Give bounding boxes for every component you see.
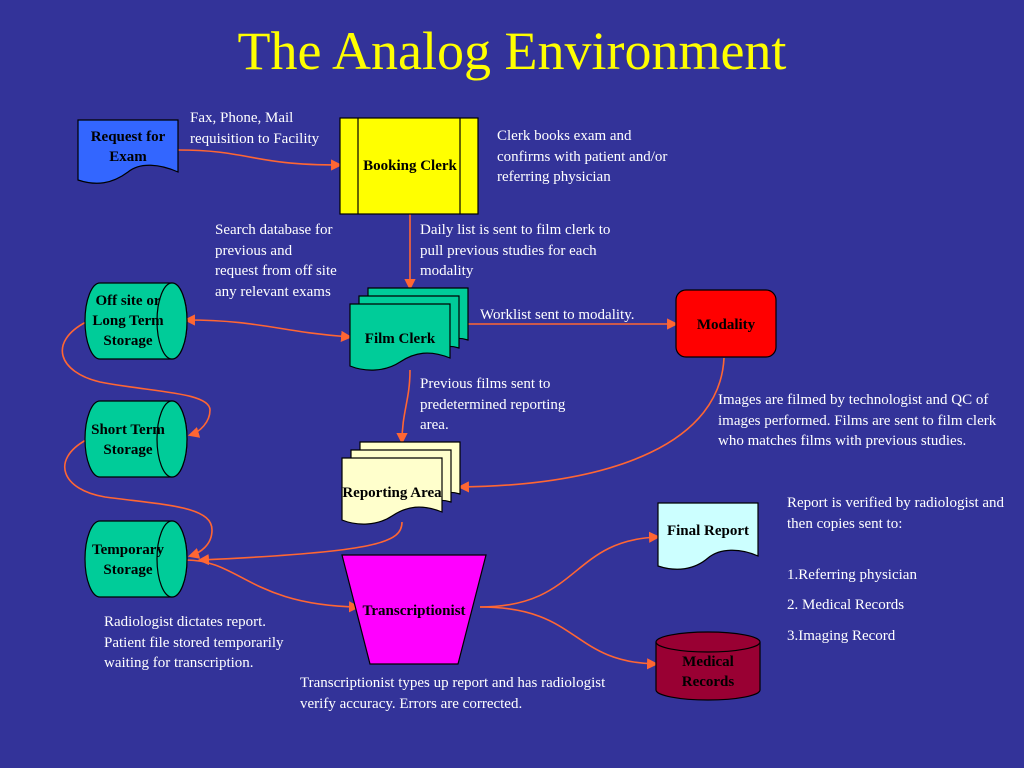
final-report-label: Final Report [666,523,750,539]
temporary-storage-label: Temporary Storage [92,542,164,578]
offsite-storage-label: Off site or Long Term Storage [92,293,164,349]
film-clerk-shape [349,287,469,371]
modality-shape [675,289,777,358]
note-copy-medical-records: 2. Medical Records [787,597,905,613]
note-worklist: Worklist sent to modality. [480,307,635,323]
note-copy-referring-physician: 1.Referring physician [787,567,917,583]
note-radiologist-dictates: Radiologist dictates report. Patient fil… [104,614,284,671]
shortterm-storage-label: Short Term Storage [91,422,165,458]
connector-shortterm-to-temporary [64,439,213,559]
connector-transcriptionist-to-medicalrecords [479,606,659,670]
note-images-filmed: Images are filmed by technologist and QC… [718,392,997,449]
note-report-verified: Report is verified by radiologist and th… [787,495,1005,532]
note-previous-films: Previous films sent to predetermined rep… [420,376,566,433]
transcriptionist-label: Transcriptionist [362,603,466,619]
page-title: The Analog Environment [237,21,787,81]
shortterm-storage-shape [84,400,188,478]
note-daily-list: Daily list is sent to film clerk to pull… [420,222,611,279]
temporary-storage-shape [84,520,188,598]
connector-request-to-booking [177,149,343,171]
note-fax-phone-mail: Fax, Phone, Mail requisition to Facility [190,110,320,147]
reporting-area-label: Reporting Area [342,485,442,501]
connector-temporary-to-transcriptionist [185,559,361,613]
request-for-exam-shape [77,119,179,184]
booking-clerk-shape [339,117,479,215]
connector-filmclerk-to-reporting [396,369,411,445]
note-copy-imaging-record: 3.Imaging Record [787,628,896,644]
final-report-shape [657,502,759,570]
offsite-storage-shape [84,282,188,360]
modality-label: Modality [696,317,756,333]
connector-filmclerk-offsite [183,314,353,342]
medical-records-label: Medical Records [681,654,735,690]
note-clerk-books: Clerk books exam and confirms with patie… [497,128,668,185]
connector-modality-to-reporting [457,357,725,493]
connector-transcriptionist-to-finalreport [479,531,661,608]
transcriptionist-shape [341,554,487,665]
booking-clerk-label: Booking Clerk [363,158,457,174]
note-search-database: Search database for previous and request… [215,222,337,300]
film-clerk-label: Film Clerk [364,331,436,347]
connector-reporting-to-temporary [197,521,403,566]
request-for-exam-label: Request for Exam [90,129,166,165]
medical-records-shape [655,631,761,701]
reporting-area-shape [341,441,461,525]
note-transcriptionist-types: Transcriptionist types up report and has… [300,675,606,712]
connector-offsite-to-shortterm [61,321,211,438]
